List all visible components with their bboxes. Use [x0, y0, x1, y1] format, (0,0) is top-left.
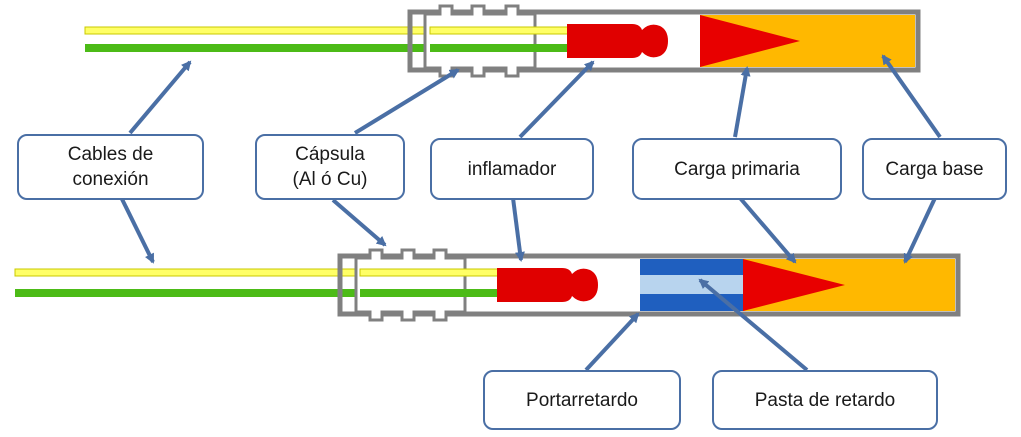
top-igniter — [567, 24, 668, 58]
top-wire-green-inner — [430, 44, 570, 52]
label-pasta-de-retardo: Pasta de retardo — [712, 370, 938, 430]
top-primary-charge — [700, 15, 800, 67]
top-wire-green — [85, 44, 570, 52]
label-portarretardo: Portarretardo — [483, 370, 681, 430]
label-carga-base: Carga base — [862, 138, 1007, 200]
arrow-capsula-top — [353, 68, 460, 135]
arrow-inflamador-top — [518, 60, 595, 139]
top-capsule-shell — [407, 9, 921, 73]
label-capsula-line1: Cápsula — [295, 144, 365, 165]
label-cables-line1: Cables de — [67, 144, 154, 165]
arrow-capsula-bottom — [331, 198, 387, 247]
bottom-crimp-plug — [354, 248, 467, 322]
label-pasta-retardo-text: Pasta de retardo — [754, 389, 896, 411]
bottom-wire-green-inner — [360, 289, 500, 297]
arrow-inflamador-bottom — [511, 197, 525, 262]
label-inflamador: inflamador — [430, 138, 594, 200]
bottom-capsule-shell — [337, 253, 961, 317]
bottom-wire-green — [15, 289, 500, 297]
label-portarretardo-text: Portarretardo — [526, 389, 638, 411]
arrow-portarretardo — [584, 312, 640, 372]
pointer-arrows — [118, 54, 942, 372]
delay-detonator — [14, 248, 961, 322]
arrow-base-top — [881, 54, 942, 139]
label-carga-base-text: Carga base — [885, 158, 984, 180]
arrow-pasta-retardo — [698, 278, 809, 372]
arrow-primaria-top — [733, 66, 751, 138]
arrow-base-bottom — [903, 197, 937, 264]
arrow-cables-bottom — [118, 194, 155, 264]
bottom-primary-charge — [743, 259, 845, 311]
label-capsula-line2: (Al ó Cu) — [292, 169, 368, 190]
label-inflamador-text: inflamador — [467, 158, 557, 180]
bottom-igniter — [497, 268, 598, 302]
top-crimp-plug — [423, 4, 537, 78]
label-carga-primaria-text: Carga primaria — [674, 158, 800, 180]
label-capsula: Cápsula (Al ó Cu) — [255, 134, 405, 200]
arrow-primaria-bottom — [738, 196, 797, 264]
label-carga-primaria: Carga primaria — [632, 138, 842, 200]
label-cables-de-conexion: Cables de conexión — [17, 134, 204, 200]
instant-detonator — [84, 4, 921, 78]
label-cables-line2: conexión — [72, 169, 149, 190]
delay-paste — [640, 275, 743, 294]
top-wire-yellow-inner — [429, 26, 571, 35]
arrow-cables-top — [128, 60, 192, 135]
bottom-wire-yellow-inner — [359, 268, 501, 277]
